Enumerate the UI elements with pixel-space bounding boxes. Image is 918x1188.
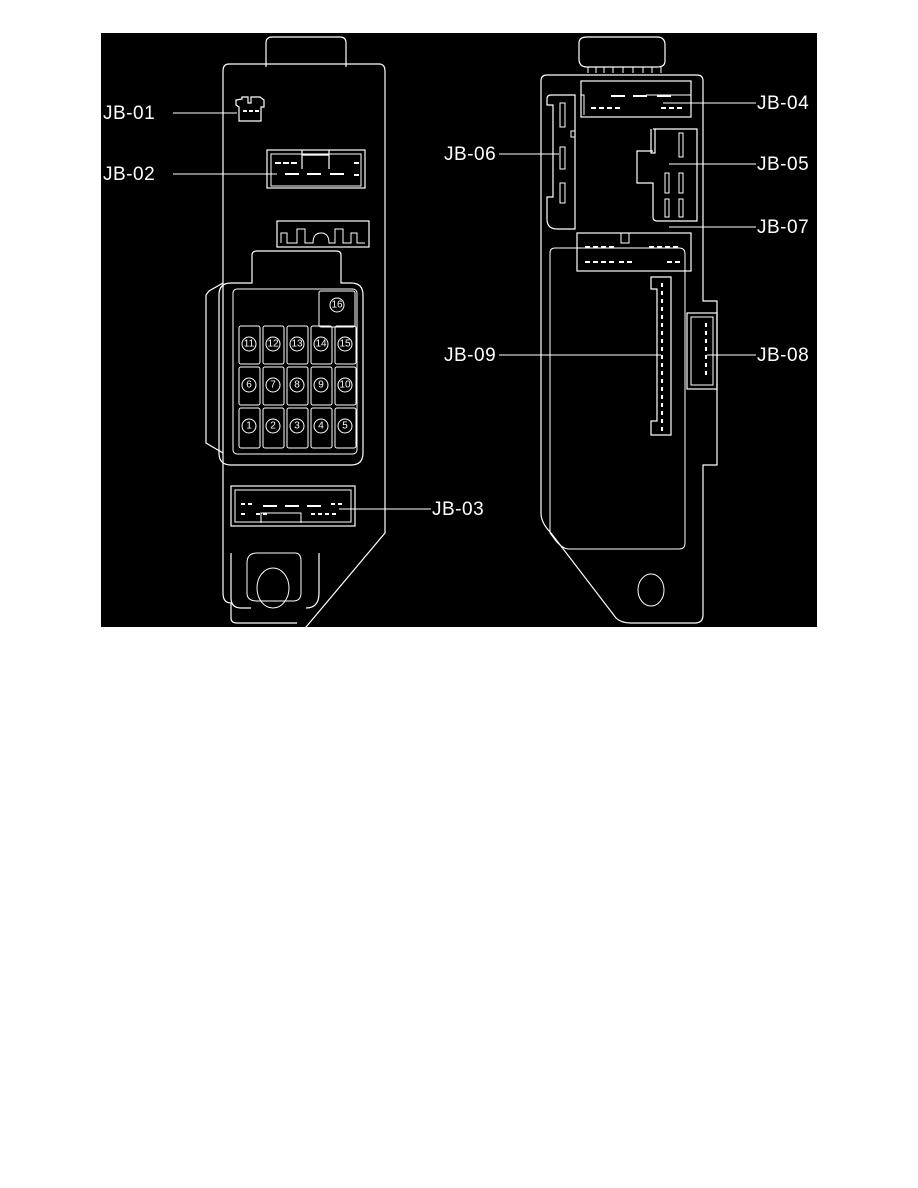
diagram-drawing-2: 11 12 13 14 15 6 7 8 9 10 1 2 3 4 5 — [173, 36, 756, 624]
svg-text:5: 5 — [342, 421, 348, 432]
label-jb-06: JB-06 — [444, 144, 497, 165]
fuse-11: 11 — [238, 325, 261, 365]
fuse-12: 12 — [262, 325, 285, 365]
leader-lines — [173, 102, 756, 510]
svg-text:1: 1 — [246, 421, 252, 432]
svg-text:13: 13 — [291, 339, 303, 350]
label-jb-07: JB-07 — [757, 217, 810, 238]
connector-jb-02 — [266, 149, 366, 189]
left-junction-block: 16 — [205, 36, 386, 627]
fuse-10: 10 — [334, 366, 357, 406]
connector-jb-08 — [686, 312, 718, 390]
svg-text:8: 8 — [294, 380, 300, 391]
diagram-drawing: 16 — [205, 36, 386, 627]
svg-text:15: 15 — [339, 339, 351, 350]
label-jb-04: JB-04 — [757, 93, 810, 114]
connector-jb-04 — [580, 80, 692, 118]
fuse-block: 16 — [218, 250, 364, 466]
right-junction-block — [540, 36, 718, 624]
label-jb-05: JB-05 — [757, 154, 810, 175]
label-jb-09: JB-09 — [444, 345, 497, 366]
svg-text:2: 2 — [270, 421, 276, 432]
connector-jb-06 — [546, 94, 576, 230]
fuse-7: 7 — [262, 366, 285, 406]
fuse-4: 4 — [310, 407, 333, 449]
fuse-13: 13 — [286, 325, 309, 365]
svg-text:11: 11 — [244, 339, 255, 350]
fuse-6: 6 — [238, 366, 261, 406]
svg-text:7: 7 — [270, 380, 276, 391]
relay-strip — [276, 220, 370, 248]
connector-jb-03 — [230, 485, 356, 527]
svg-text:14: 14 — [315, 339, 327, 350]
fuse-9: 9 — [310, 366, 333, 406]
svg-text:16: 16 — [331, 300, 343, 311]
fuse-15: 15 — [334, 325, 357, 365]
connector-jb-07 — [576, 232, 692, 272]
fuse-5: 5 — [334, 407, 357, 449]
right-mount-hole — [637, 573, 665, 607]
connector-jb-01 — [235, 96, 265, 122]
junction-block-diagram: 16 11 12 13 14 15 6 7 8 9 10 1 2 3 4 5 — [101, 33, 817, 627]
connector-jb-05 — [636, 128, 698, 222]
connector-jb-09 — [650, 276, 672, 436]
svg-text:3: 3 — [294, 421, 300, 432]
svg-text:9: 9 — [318, 380, 324, 391]
svg-text:10: 10 — [339, 380, 351, 391]
label-jb-08: JB-08 — [757, 345, 810, 366]
fuse-2: 2 — [262, 407, 285, 449]
svg-text:4: 4 — [318, 421, 324, 432]
svg-text:12: 12 — [267, 339, 279, 350]
label-jb-03: JB-03 — [432, 499, 485, 520]
fuse-3: 3 — [286, 407, 309, 449]
label-jb-02: JB-02 — [103, 164, 156, 185]
fuse-1: 1 — [238, 407, 261, 449]
left-mount-tab — [230, 552, 320, 609]
fuse-8: 8 — [286, 366, 309, 406]
label-jb-01: JB-01 — [103, 103, 156, 124]
svg-text:6: 6 — [246, 380, 252, 391]
fuse-14: 14 — [310, 325, 333, 365]
fuses: 11 12 13 14 15 6 7 8 9 10 1 2 3 4 5 — [238, 325, 357, 449]
